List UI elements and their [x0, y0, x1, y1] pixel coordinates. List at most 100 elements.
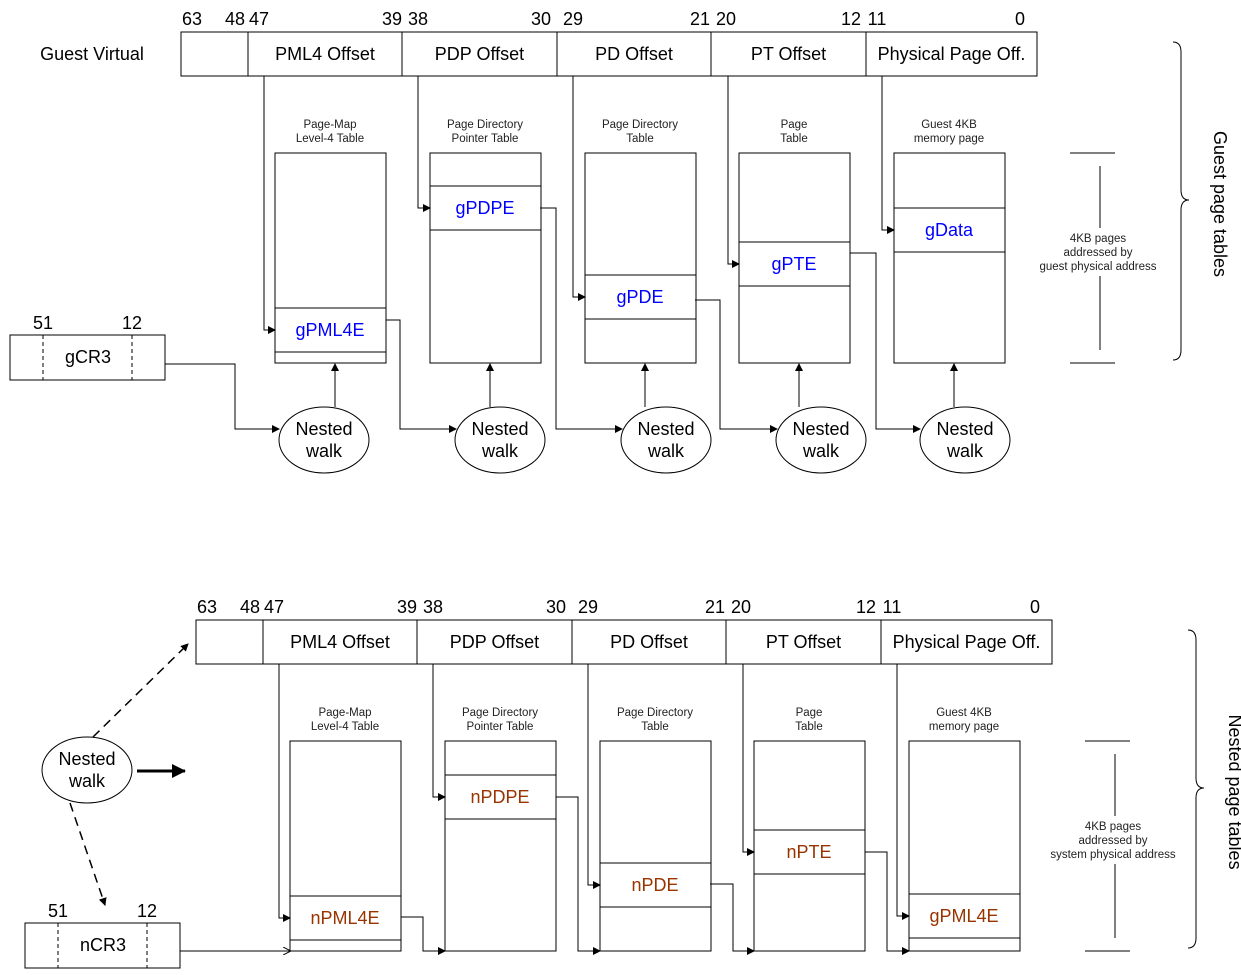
bit-number: 12 [841, 9, 861, 29]
bit-number: 63 [197, 597, 217, 617]
bit-number: 29 [563, 9, 583, 29]
section-label: Guest page tables [1210, 131, 1230, 277]
bit-number: 11 [868, 9, 887, 29]
table-frame [429, 152, 542, 364]
table-entry: gPTE [771, 254, 816, 274]
pages-note-line: addressed by [1063, 247, 1132, 259]
table-title: Page-Map [303, 119, 356, 131]
nested-walk-label: Nested [471, 419, 528, 439]
entry-to-next-table-arrow [710, 883, 755, 955]
entry-to-next-table-arrow [865, 851, 910, 955]
address-field-4: Physical Page Off. [893, 632, 1041, 652]
table-title: Page [796, 707, 823, 719]
address-field-2: PD Offset [610, 632, 688, 652]
table-title: Pointer Table [452, 133, 519, 145]
table-title: Page Directory [447, 119, 523, 131]
table-title: Page [781, 119, 808, 131]
table-title: memory page [914, 133, 984, 145]
guest-virtual-label: Guest Virtual [40, 44, 144, 64]
entry-to-next-table-arrow [401, 916, 446, 955]
section-label: Nested page tables [1225, 714, 1241, 869]
address-bar-frame [180, 31, 1038, 77]
nested-walk-ellipse [919, 406, 1011, 474]
table-title: Guest 4KB [921, 119, 977, 131]
table-frame [738, 152, 851, 364]
bit-number: 47 [249, 9, 269, 29]
nested-walk-ellipse [278, 406, 370, 474]
offset-arrow [587, 664, 601, 889]
cr3-to-walk-arrow [165, 363, 280, 433]
table-entry: gPML4E [295, 320, 364, 340]
offset-arrow [263, 76, 276, 334]
bit-number: 21 [690, 9, 710, 29]
table-frame [599, 740, 712, 952]
bit-number: 20 [731, 597, 751, 617]
cr3-bit-hi: 51 [48, 901, 68, 921]
table-frame [584, 152, 697, 364]
cr3-label: gCR3 [65, 347, 111, 367]
cr3-bit-hi: 51 [33, 313, 53, 333]
table-title: Guest 4KB [936, 707, 992, 719]
offset-arrow [417, 76, 431, 212]
pages-note-line: 4KB pages [1085, 821, 1142, 833]
offset-arrow [896, 664, 910, 920]
cr3-label: nCR3 [80, 935, 126, 955]
table-title: memory page [929, 721, 999, 733]
brace-shape [1172, 41, 1190, 361]
table-title: Page Directory [602, 119, 678, 131]
section-brace: Nested page tables [1187, 629, 1241, 949]
table-entry: nPDE [631, 875, 678, 895]
table-entry: nPML4E [310, 908, 379, 928]
dashed-arrow-to-ncr3 [69, 802, 107, 906]
table-title: Table [641, 721, 669, 733]
nested-walk-label: walk [946, 441, 984, 461]
bit-number: 21 [705, 597, 725, 617]
nested-walk-label: walk [68, 771, 106, 791]
table-frame [753, 740, 866, 952]
bit-number: 38 [423, 597, 443, 617]
bit-number: 11 [883, 597, 902, 617]
nested-walk-label: walk [802, 441, 840, 461]
bit-number: 0 [1030, 597, 1040, 617]
address-field-0: PML4 Offset [275, 44, 375, 64]
address-field-3: PT Offset [766, 632, 841, 652]
offset-arrow [432, 664, 446, 801]
table-frame [444, 740, 557, 952]
pages-note-line: 4KB pages [1070, 233, 1127, 245]
dashed-arrow-to-address [92, 643, 189, 738]
address-field-1: PDP Offset [435, 44, 524, 64]
cr3-frame [9, 334, 166, 381]
nested-walk-ellipse [41, 736, 133, 804]
section-brace: Guest page tables [1172, 41, 1230, 361]
offset-arrow [278, 664, 291, 922]
table-title: Page Directory [462, 707, 538, 719]
bit-number: 63 [182, 9, 202, 29]
offset-arrow [727, 76, 740, 268]
table-title: Level-4 Table [296, 133, 364, 145]
pages-note-line: system physical address [1050, 849, 1176, 861]
bit-number: 47 [264, 597, 284, 617]
offset-arrow [742, 664, 755, 856]
table-title: Table [795, 721, 823, 733]
offset-arrow [572, 76, 586, 301]
address-field-4: Physical Page Off. [878, 44, 1026, 64]
nested-walk-label: Nested [58, 749, 115, 769]
address-field-3: PT Offset [751, 44, 826, 64]
table-title: Level-4 Table [311, 721, 379, 733]
